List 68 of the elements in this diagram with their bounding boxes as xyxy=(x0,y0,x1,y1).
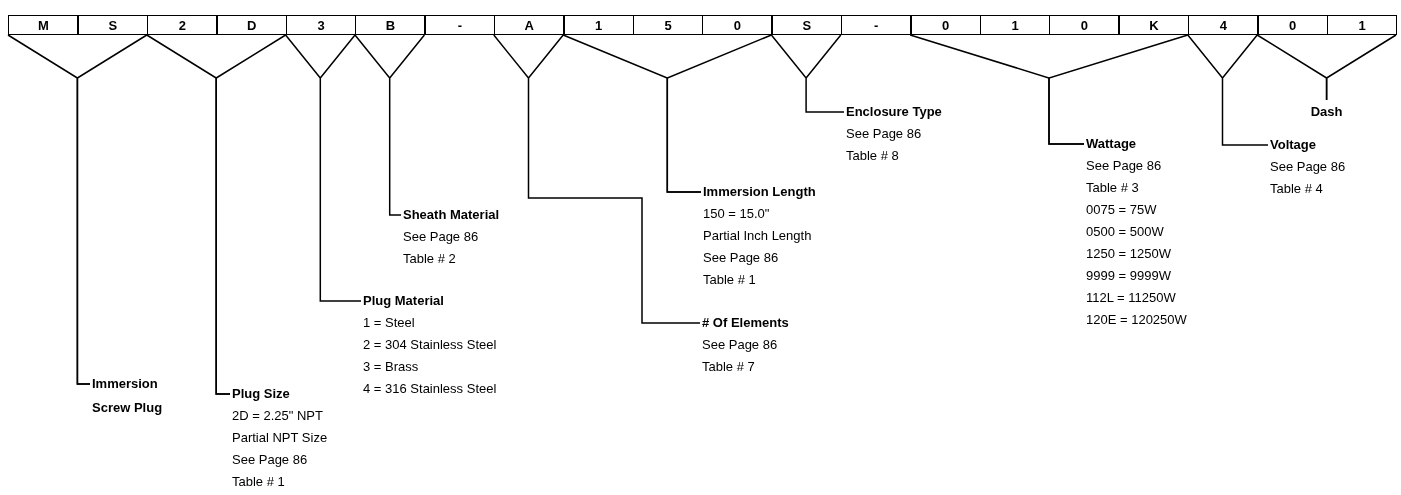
field-note: 1250 = 1250W xyxy=(1086,245,1172,263)
code-cell: 0 xyxy=(910,15,982,35)
code-cell: M xyxy=(8,15,79,35)
code-cell: 0 xyxy=(1049,15,1120,35)
field-note: See Page 86 xyxy=(1086,157,1163,175)
field-heading: Sheath Material xyxy=(403,206,500,224)
field-note: 120E = 120250W xyxy=(1086,311,1187,329)
field-note: Table # 8 xyxy=(846,147,900,165)
code-cell: D xyxy=(216,15,288,35)
field-note: Table # 1 xyxy=(232,473,286,491)
code-cell: 1 xyxy=(1326,15,1398,35)
field-heading: Immersion Length xyxy=(703,183,816,201)
code-cell: 2 xyxy=(146,15,218,35)
code-cell: 1 xyxy=(563,15,635,35)
field-note: See Page 86 xyxy=(1270,158,1346,176)
code-cell: S xyxy=(77,15,149,35)
field-note: See Page 86 xyxy=(703,249,780,267)
leader-line xyxy=(215,34,287,395)
field-note: Table # 1 xyxy=(703,271,757,289)
code-cell: 1 xyxy=(979,15,1051,35)
field-note: 2D = 2.25" NPT xyxy=(232,407,324,425)
field-note: See Page 86 xyxy=(846,125,923,143)
field-note: 1 = Steel xyxy=(363,314,416,332)
field-heading: Plug Material xyxy=(363,292,445,310)
leader-line xyxy=(354,34,426,216)
code-cell: A xyxy=(493,15,565,35)
code-cell: 5 xyxy=(632,15,704,35)
leader-line xyxy=(1325,34,1397,101)
code-cell: 4 xyxy=(1187,15,1259,35)
code-cell: B xyxy=(355,15,426,35)
field-heading: Wattage xyxy=(1086,135,1138,153)
field-note: Table # 4 xyxy=(1270,180,1324,198)
field-heading: Enclosure Type xyxy=(846,103,942,121)
code-cell: S xyxy=(771,15,843,35)
code-cell: - xyxy=(424,15,496,35)
field-note: Partial NPT Size xyxy=(232,429,328,447)
leader-line xyxy=(1048,34,1189,145)
field-heading: Dash xyxy=(1309,103,1344,121)
field-note: 9999 = 9999W xyxy=(1086,267,1172,285)
field-note: 3 = Brass xyxy=(363,358,420,376)
field-note: 2 = 304 Stainless Steel xyxy=(363,336,497,354)
field-note: 150 = 15.0" xyxy=(703,205,771,223)
field-heading: # Of Elements xyxy=(702,314,789,332)
code-cell: 0 xyxy=(1257,15,1329,35)
field-note: See Page 86 xyxy=(702,336,779,354)
leader-line xyxy=(770,34,845,113)
leader-line xyxy=(493,34,701,324)
leader-line xyxy=(1187,34,1269,146)
code-cell: K xyxy=(1118,15,1190,35)
code-cell: - xyxy=(840,15,912,35)
field-note: 112L = 11250W xyxy=(1086,289,1177,307)
field-heading: Plug Size xyxy=(232,385,291,403)
field-note: See Page 86 xyxy=(232,451,309,469)
field-note: Table # 2 xyxy=(403,250,457,268)
leader-line xyxy=(666,34,773,193)
leader-line xyxy=(284,34,362,302)
code-cell: 0 xyxy=(702,15,773,35)
field-note: Table # 7 xyxy=(702,358,756,376)
field-note: See Page 86 xyxy=(403,228,480,246)
field-note: 4 = 316 Stainless Steel xyxy=(363,380,497,398)
field-note: Table # 3 xyxy=(1086,179,1140,197)
field-note: 0075 = 75W xyxy=(1086,201,1158,219)
field-note: Partial Inch Length xyxy=(703,227,813,245)
field-heading: Voltage xyxy=(1270,136,1317,154)
code-cell: 3 xyxy=(285,15,357,35)
field-heading: Immersion Screw Plug xyxy=(92,375,164,417)
leader-line xyxy=(76,34,148,385)
field-note: 0500 = 500W xyxy=(1086,223,1165,241)
